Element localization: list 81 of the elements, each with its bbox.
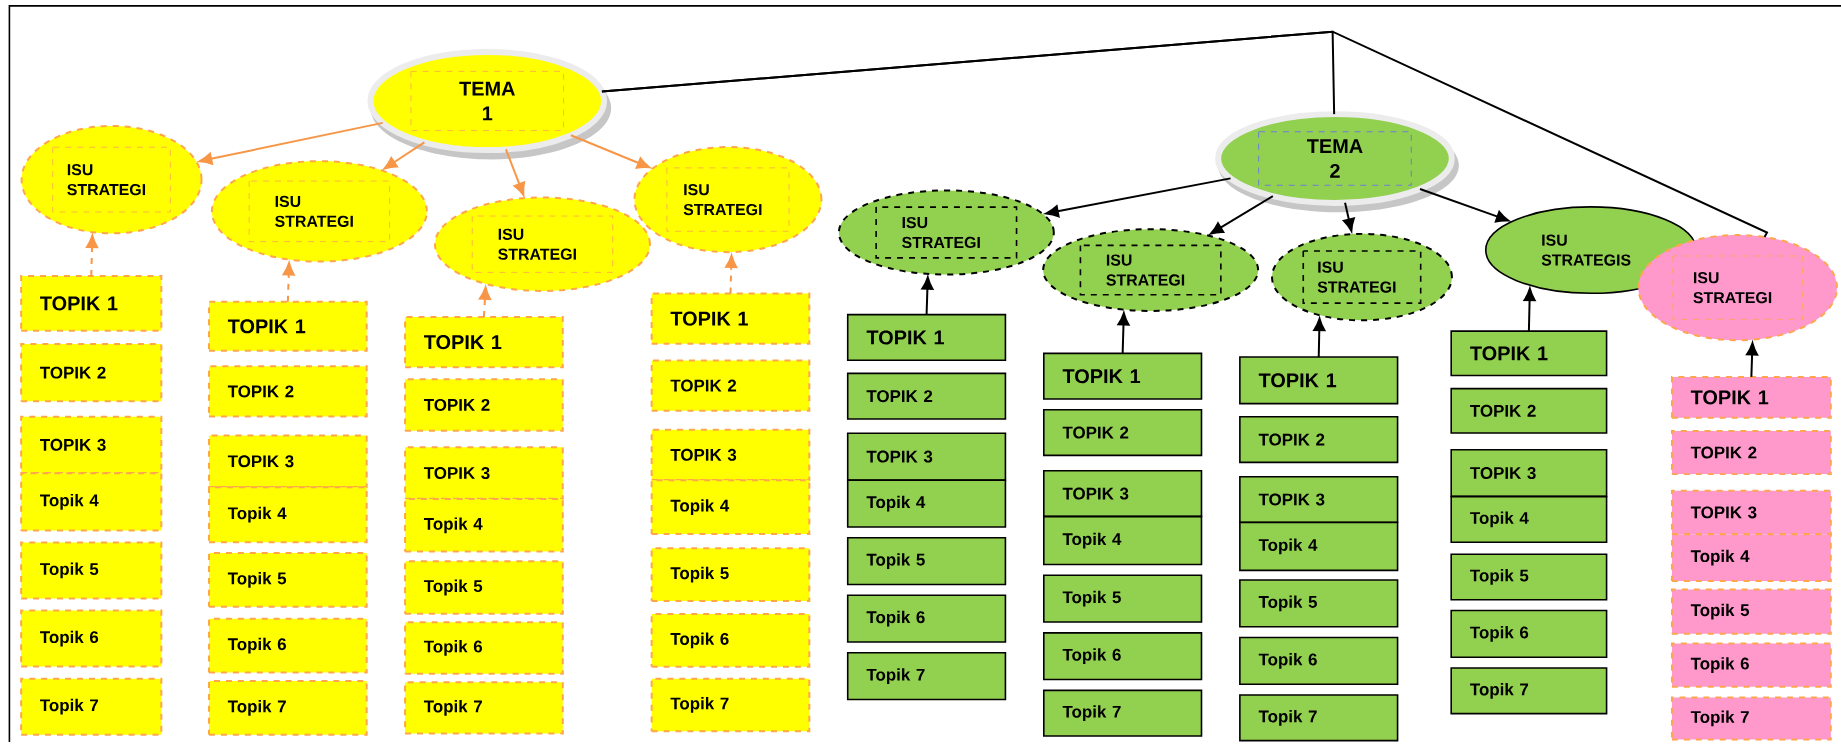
arrow — [1523, 287, 1536, 332]
topic-box: TOPIK 2 — [404, 378, 564, 432]
topic-box: TOPIK 2 — [1239, 415, 1399, 463]
topic-box: Topik 6 — [1043, 631, 1203, 681]
topic-box: Topik 4 — [1670, 533, 1832, 582]
topic-box: Topik 4 — [1239, 521, 1399, 571]
topic-box: Topik 4 — [20, 471, 163, 532]
topic-box: Topik 7 — [846, 651, 1007, 701]
arrow — [198, 121, 384, 165]
topic-box: Topik 7 — [20, 677, 163, 736]
topic-box: Topik 5 — [1450, 553, 1608, 601]
topic-box: Topik 5 — [1670, 588, 1832, 635]
topic-box: Topik 5 — [20, 541, 163, 600]
topic-box: TOPIK 3 — [1239, 475, 1399, 523]
topic-box: TOPIK 2 — [1043, 408, 1203, 456]
topic-box: TOPIK 3 — [20, 415, 163, 474]
topic-box: TOPIK 2 — [1670, 429, 1832, 475]
topic-box: Topik 4 — [208, 486, 368, 543]
topic-box: Topik 7 — [404, 680, 564, 735]
topic-box: Topik 4 — [1450, 495, 1608, 543]
topic-box: Topik 5 — [404, 560, 564, 615]
arrow — [478, 286, 491, 318]
topic-box: Topik 6 — [1670, 642, 1832, 688]
topic-box: Topik 6 — [650, 612, 811, 668]
topic-box: Topik 4 — [404, 497, 564, 553]
topic-box: Topik 4 — [650, 479, 811, 535]
topic-box: TOPIK 3 — [1670, 489, 1832, 535]
topic-box: Topik 6 — [208, 617, 368, 674]
topic-box: TOPIK 2 — [846, 372, 1007, 420]
topic-box: Topik 5 — [1043, 574, 1203, 623]
topic-box: TOPIK 3 — [1043, 469, 1203, 517]
topic-box: Topik 6 — [20, 609, 163, 668]
topic-box: Topik 5 — [208, 551, 368, 608]
topic-box: Topik 7 — [1670, 696, 1832, 741]
topic-box: Topik 4 — [1043, 515, 1203, 566]
arrow — [1209, 194, 1274, 235]
topic-box: TOPIK 3 — [846, 432, 1007, 481]
topic-box: TOPIK 2 — [650, 359, 811, 412]
topic-box: TOPIK 1 — [1239, 355, 1399, 405]
topic-box: TOPIK 1 — [20, 274, 163, 332]
topic-box: TOPIK 2 — [208, 365, 368, 418]
arrow — [1045, 177, 1232, 218]
topic-box: Topik 6 — [404, 621, 564, 675]
topic-box: TOPIK 3 — [650, 428, 811, 481]
arrow — [725, 254, 738, 295]
arrow — [504, 148, 526, 196]
topic-box: Topik 4 — [846, 479, 1007, 528]
arrow — [282, 261, 295, 303]
topic-box: Topik 7 — [1239, 694, 1399, 742]
topic-box: TOPIK 3 — [404, 446, 564, 500]
topic-box: Topik 5 — [1239, 579, 1399, 628]
topic-box: TOPIK 2 — [1450, 387, 1608, 434]
topic-box: TOPIK 1 — [650, 292, 811, 345]
topic-box: TOPIK 3 — [1450, 448, 1608, 497]
topic-box: Topik 6 — [1239, 636, 1399, 685]
topic-box: Topik 7 — [650, 677, 811, 732]
arrow — [921, 276, 934, 316]
connector-line — [600, 30, 1769, 238]
topic-box: TOPIK 1 — [1043, 352, 1203, 400]
topic-box: TOPIK 1 — [404, 315, 564, 369]
arrow — [1419, 187, 1510, 223]
topic-box: TOPIK 2 — [20, 342, 163, 403]
arrow — [1746, 342, 1759, 378]
topic-box: Topik 5 — [650, 547, 811, 602]
arrow — [1117, 312, 1130, 355]
topic-box: TOPIK 1 — [1450, 330, 1608, 377]
topic-box: Topik 7 — [1043, 689, 1203, 737]
arrow — [1342, 201, 1355, 232]
topic-box: TOPIK 1 — [846, 313, 1007, 361]
arrow — [383, 141, 426, 170]
topic-box: Topik 7 — [1450, 667, 1608, 715]
topic-box: TOPIK 3 — [208, 434, 368, 488]
topic-box: TOPIK 1 — [208, 300, 368, 352]
topic-box: Topik 6 — [846, 594, 1007, 643]
arrow — [569, 134, 651, 169]
topic-box: TOPIK 1 — [1670, 375, 1832, 419]
arrow — [1313, 317, 1326, 358]
topic-box: Topik 5 — [846, 536, 1007, 586]
topic-box: Topik 7 — [208, 679, 368, 736]
arrow — [85, 234, 99, 277]
topic-box: Topik 6 — [1450, 609, 1608, 658]
